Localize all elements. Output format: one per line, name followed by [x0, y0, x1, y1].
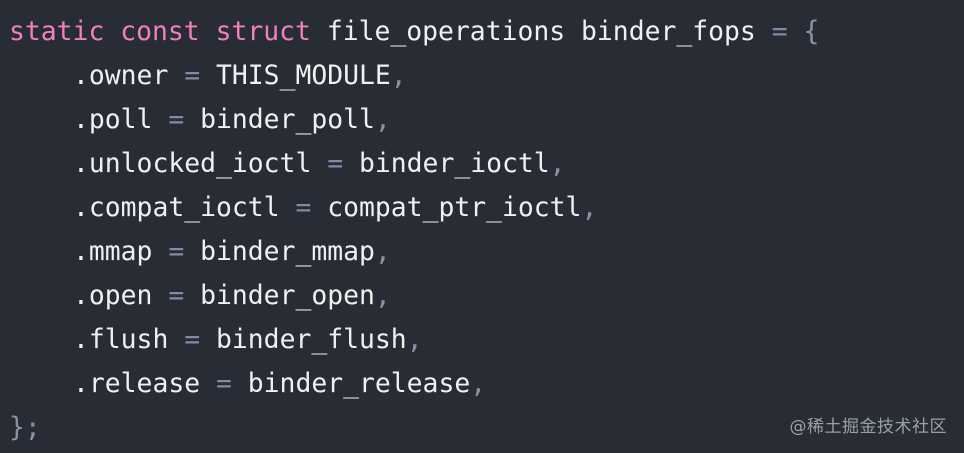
- keyword-struct: struct: [215, 16, 311, 47]
- field-value: binder_flush: [216, 324, 407, 355]
- field-value: binder_poll: [200, 104, 375, 135]
- comma: ,: [374, 280, 391, 311]
- keyword-const: const: [120, 16, 200, 47]
- code-line-field: .owner = THIS_MODULE,: [9, 54, 964, 98]
- field-value: compat_ptr_ioctl: [327, 192, 582, 223]
- field-name: .owner: [73, 60, 169, 91]
- assign-operator: =: [168, 280, 185, 311]
- comma: ,: [406, 324, 423, 355]
- assign-operator: =: [168, 236, 185, 267]
- assign-operator: =: [184, 324, 201, 355]
- code-line-field: .release = binder_release,: [9, 362, 964, 406]
- code-line-field: .poll = binder_poll,: [9, 98, 964, 142]
- watermark: @稀土掘金技术社区: [789, 417, 947, 437]
- type-name: file_operations: [326, 16, 566, 47]
- assign-operator: =: [327, 148, 344, 179]
- code-line-field: .flush = binder_flush,: [9, 318, 964, 362]
- field-name: .mmap: [73, 236, 153, 267]
- assign-operator: =: [184, 60, 201, 91]
- field-name: .open: [73, 280, 153, 311]
- field-value: binder_ioctl: [359, 148, 550, 179]
- comma: ,: [374, 236, 391, 267]
- comma: ,: [581, 192, 598, 223]
- code-line-closing: };: [9, 406, 964, 450]
- comma: ,: [374, 104, 391, 135]
- code-line-field: .mmap = binder_mmap,: [9, 230, 964, 274]
- open-brace: {: [803, 16, 820, 47]
- field-value: binder_mmap: [200, 236, 375, 267]
- field-value: binder_release: [247, 368, 471, 399]
- comma: ,: [390, 60, 407, 91]
- variable-name: binder_fops: [581, 16, 756, 47]
- code-line-field: .open = binder_open,: [9, 274, 964, 318]
- field-name: .poll: [73, 104, 153, 135]
- code-line-declaration: static const struct file_operations bind…: [9, 10, 964, 54]
- assign-operator: =: [168, 104, 185, 135]
- assign-operator: =: [771, 16, 788, 47]
- field-name: .unlocked_ioctl: [73, 148, 312, 179]
- field-value: binder_open: [200, 280, 375, 311]
- code-line-field: .compat_ioctl = compat_ptr_ioctl,: [9, 186, 964, 230]
- comma: ,: [549, 148, 566, 179]
- assign-operator: =: [216, 368, 232, 399]
- field-name: .flush: [73, 324, 169, 355]
- field-name: .compat_ioctl: [73, 192, 280, 223]
- comma: ,: [470, 368, 487, 399]
- assign-operator: =: [295, 192, 312, 223]
- code-line-field: .unlocked_ioctl = binder_ioctl,: [9, 142, 964, 186]
- closing-brace: };: [9, 412, 41, 443]
- field-value: THIS_MODULE: [216, 60, 391, 91]
- field-name: .release: [73, 368, 201, 399]
- keyword-static: static: [9, 16, 105, 47]
